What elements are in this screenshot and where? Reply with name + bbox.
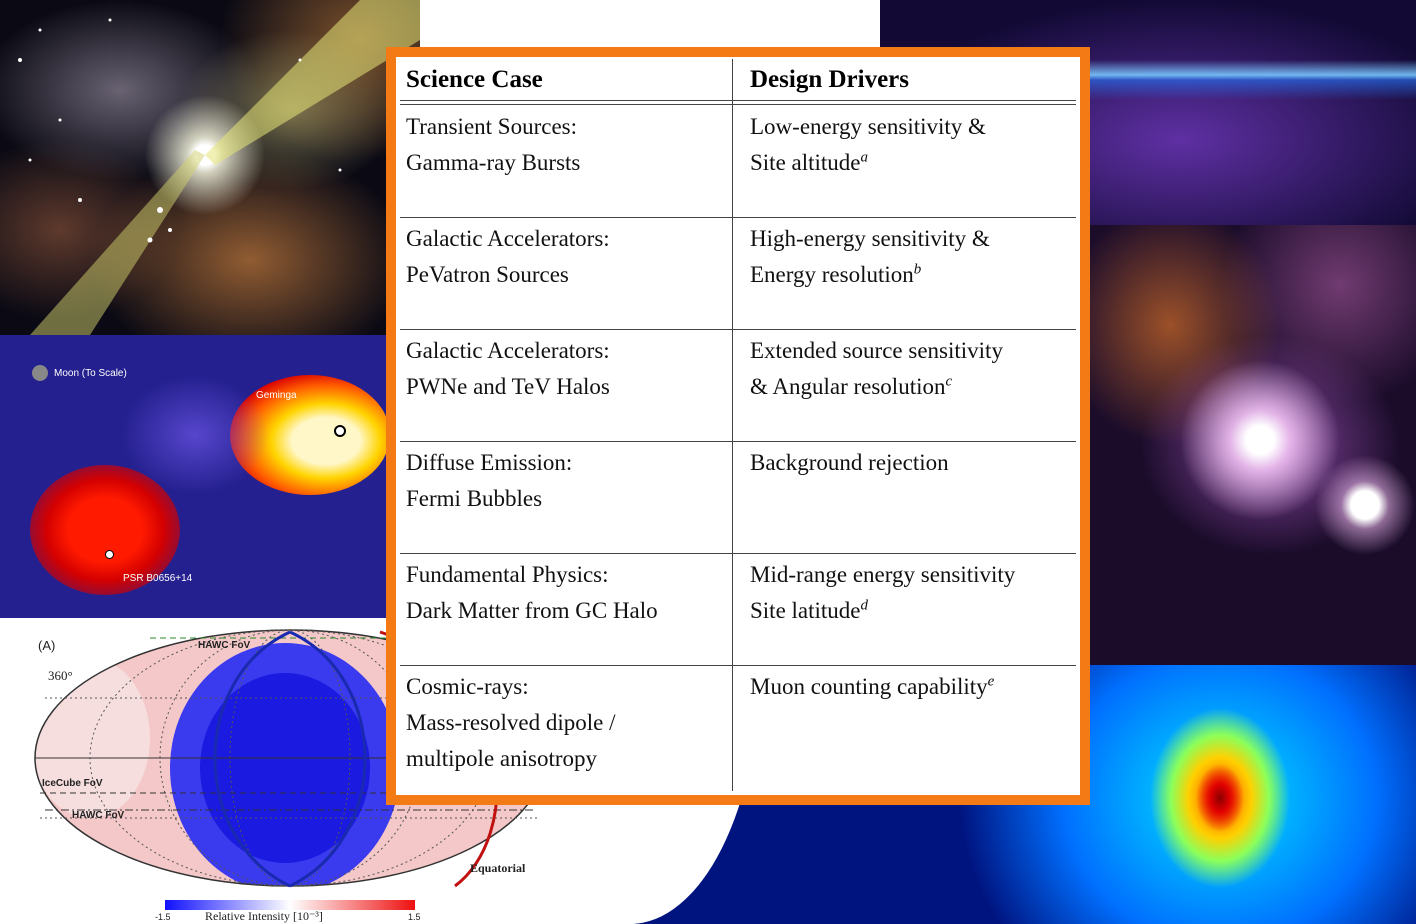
diffuse-emission-blob	[120, 375, 270, 495]
icecube-fov-label: IceCube FoV	[42, 778, 103, 789]
row-separator	[400, 217, 1076, 218]
science-case-cell: Cosmic-rays: Mass-resolved dipole / mult…	[406, 669, 726, 777]
galactic-center-radio-image	[1080, 225, 1416, 665]
driver-line: High-energy sensitivity &	[750, 226, 990, 251]
case-line: Transient Sources:	[406, 114, 578, 139]
psr-marker	[105, 550, 114, 559]
driver-line: Background rejection	[750, 450, 949, 475]
table-row: Cosmic-rays: Mass-resolved dipole / mult…	[400, 665, 1076, 795]
science-case-table: Science Case Design Drivers Transient So…	[386, 47, 1090, 805]
row-separator	[400, 553, 1076, 554]
design-driver-cell: Mid-range energy sensitivity Site latitu…	[750, 557, 1080, 629]
psr-emission-blob	[30, 465, 180, 595]
case-line: Fundamental Physics:	[406, 562, 609, 587]
table-row: Transient Sources: Gamma-ray Bursts Low-…	[400, 105, 1076, 217]
row-separator	[400, 329, 1076, 330]
case-line: Galactic Accelerators:	[406, 338, 610, 363]
case-line: PeVatron Sources	[406, 262, 569, 287]
case-line: Mass-resolved dipole /	[406, 710, 616, 735]
footnote-marker: e	[987, 673, 995, 690]
driver-text: Site altitude	[750, 150, 861, 175]
gamma-ray-burst-image	[0, 0, 420, 335]
colorbar-label: Relative Intensity [10⁻³]	[205, 909, 323, 923]
table-row: Fundamental Physics: Dark Matter from GC…	[400, 553, 1076, 665]
case-line: Galactic Accelerators:	[406, 226, 610, 251]
table-row: Galactic Accelerators: PeVatron Sources …	[400, 217, 1076, 329]
case-line: Dark Matter from GC Halo	[406, 598, 658, 623]
driver-text: Muon counting capability	[750, 674, 988, 699]
colorbar-min: -1.5	[155, 912, 171, 922]
burst-jet-graphic	[18, 0, 420, 335]
footnote-marker: d	[860, 597, 869, 614]
footnote-marker: a	[860, 149, 869, 166]
case-line: Cosmic-rays:	[406, 674, 529, 699]
geminga-heat-map: Moon (To Scale) Geminga PSR B0656+14	[0, 335, 420, 618]
driver-line: Extended source sensitivity	[750, 338, 1003, 363]
design-driver-cell: Low-energy sensitivity & Site altitudea	[750, 109, 1080, 181]
science-case-cell: Galactic Accelerators: PWNe and TeV Halo…	[406, 333, 726, 405]
header-design-drivers: Design Drivers	[750, 66, 909, 93]
moon-icon	[32, 365, 48, 381]
header-science-case: Science Case	[406, 66, 543, 93]
driver-text: Site latitude	[750, 598, 861, 623]
driver-line: & Angular resolutionc	[750, 369, 1080, 405]
case-line: Gamma-ray Bursts	[406, 150, 581, 175]
table-row: Galactic Accelerators: PWNe and TeV Halo…	[400, 329, 1076, 441]
science-case-cell: Transient Sources: Gamma-ray Bursts	[406, 109, 726, 181]
row-separator	[400, 665, 1076, 666]
colorbar-max: 1.5	[408, 912, 421, 922]
table-row: Diffuse Emission: Fermi Bubbles Backgrou…	[400, 441, 1076, 553]
design-driver-cell: Muon counting capabilitye	[750, 669, 1080, 705]
science-case-cell: Diffuse Emission: Fermi Bubbles	[406, 445, 726, 517]
projection-label: Equatorial	[470, 861, 526, 875]
hawc-fov-top-label: HAWC FoV	[198, 640, 251, 651]
driver-line: Site altitudea	[750, 145, 1080, 181]
column-divider	[732, 59, 733, 791]
driver-line: Low-energy sensitivity &	[750, 114, 986, 139]
design-driver-cell: Background rejection	[750, 445, 1080, 481]
case-line: PWNe and TeV Halos	[406, 374, 610, 399]
footnote-marker: c	[945, 373, 953, 390]
driver-text: & Angular resolution	[750, 374, 946, 399]
driver-line: Site latituded	[750, 593, 1080, 629]
driver-text: Energy resolution	[750, 262, 914, 287]
footnote-marker: b	[913, 261, 922, 278]
driver-line: Muon counting capabilitye	[750, 669, 1080, 705]
driver-line: Energy resolutionb	[750, 257, 1080, 293]
science-case-cell: Galactic Accelerators: PeVatron Sources	[406, 221, 726, 293]
design-driver-cell: High-energy sensitivity & Energy resolut…	[750, 221, 1080, 293]
sky-panel-label: (A)	[38, 638, 56, 653]
geminga-marker	[334, 425, 346, 437]
header-rule	[400, 100, 1076, 101]
science-case-cell: Fundamental Physics: Dark Matter from GC…	[406, 557, 726, 629]
psr-label: PSR B0656+14	[123, 573, 193, 584]
design-driver-cell: Extended source sensitivity & Angular re…	[750, 333, 1080, 405]
case-line: Diffuse Emission:	[406, 450, 573, 475]
case-line: Fermi Bubbles	[406, 486, 543, 511]
case-line: multipole anisotropy	[406, 746, 598, 771]
driver-line: Mid-range energy sensitivity	[750, 562, 1016, 587]
geminga-label: Geminga	[256, 390, 297, 401]
moon-label: Moon (To Scale)	[54, 368, 127, 379]
header-rule-double	[400, 104, 1076, 105]
hawc-fov-bottom-label: HAWC FoV	[72, 810, 125, 821]
ra-axis-label: 360°	[48, 668, 73, 683]
row-separator	[400, 441, 1076, 442]
